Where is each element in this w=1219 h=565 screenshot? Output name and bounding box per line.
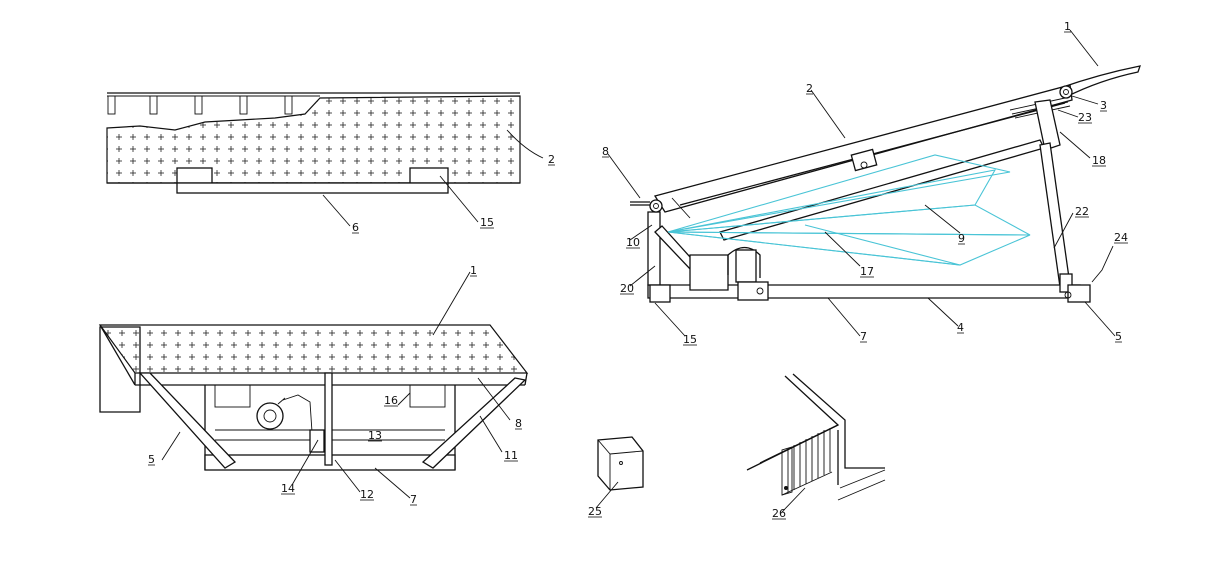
side-view-lip-hinge <box>1059 85 1073 99</box>
callout-label-side-view-4: 4 <box>957 321 964 334</box>
top-view-pad-right <box>409 167 449 184</box>
part-25-box <box>595 436 644 509</box>
callout-label-front-view-11: 11 <box>504 449 518 462</box>
side-view-cyan-beams <box>667 154 1031 266</box>
callout-label-side-view-7: 7 <box>860 330 867 343</box>
front-view-brace-right <box>421 377 527 469</box>
callout-label-front-view-12: 12 <box>360 488 374 501</box>
callout-label-side-view-18: 18 <box>1092 154 1106 167</box>
callout-label-top-view-15: 15 <box>480 216 494 229</box>
front-view-center-post <box>324 372 333 466</box>
callout-label-side-view-22: 22 <box>1075 205 1089 218</box>
callout-label-parts-26: 26 <box>772 507 786 520</box>
radiator-fins <box>781 428 833 496</box>
front-view <box>98 271 529 499</box>
callout-label-top-view-2: 2 <box>548 153 555 166</box>
side-view-front-lug <box>1034 99 1061 151</box>
side-view-front-foot <box>1067 284 1091 303</box>
callout-label-side-view-9: 9 <box>958 232 965 245</box>
callout-label-front-view-14: 14 <box>281 482 295 495</box>
callout-label-front-view-8: 8 <box>515 417 522 430</box>
callout-label-front-view-7: 7 <box>410 493 417 506</box>
callout-label-side-view-17: 17 <box>860 265 874 278</box>
callout-label-side-view-5: 5 <box>1115 330 1122 343</box>
side-view-rear-hinge <box>649 199 663 213</box>
top-view <box>106 92 544 227</box>
side-view-rear-foot <box>649 284 671 303</box>
front-view-motor <box>256 402 284 430</box>
callout-label-side-view-10: 10 <box>626 236 640 249</box>
top-view-ribs <box>107 95 293 115</box>
callout-label-side-view-8: 8 <box>602 145 609 158</box>
callout-label-parts-25: 25 <box>588 505 602 518</box>
front-view-deck <box>98 324 529 374</box>
side-view-leg <box>1039 142 1071 288</box>
top-view-bottom-bar <box>176 182 449 194</box>
side-view-deck-beam <box>719 139 1045 241</box>
callout-label-side-view-3: 3 <box>1100 99 1107 112</box>
side-view-motor <box>735 249 757 283</box>
side-view <box>607 29 1141 337</box>
callout-label-side-view-24: 24 <box>1114 231 1128 244</box>
side-view-pump-unit <box>689 254 729 291</box>
callout-label-top-view-6: 6 <box>352 221 359 234</box>
callout-label-side-view-2: 2 <box>806 82 813 95</box>
callout-label-front-view-1: 1 <box>470 264 477 277</box>
callout-label-front-view-5: 5 <box>148 453 155 466</box>
callout-label-side-view-20: 20 <box>620 282 634 295</box>
callout-label-front-view-13: 13 <box>368 429 382 442</box>
callout-label-front-view-16: 16 <box>384 394 398 407</box>
callout-label-side-view-15: 15 <box>683 333 697 346</box>
side-view-cylinder-mount <box>737 281 769 301</box>
callout-label-side-view-1: 1 <box>1064 20 1071 33</box>
side-view-rear-post <box>647 211 661 286</box>
front-view-brace-left <box>138 372 237 469</box>
side-view-hose <box>727 246 761 278</box>
part-26-radiator <box>746 373 886 513</box>
top-view-pad-left <box>176 167 213 184</box>
top-view-plate <box>106 95 521 184</box>
side-view-lip <box>1059 65 1141 98</box>
callout-label-side-view-23: 23 <box>1078 111 1092 124</box>
